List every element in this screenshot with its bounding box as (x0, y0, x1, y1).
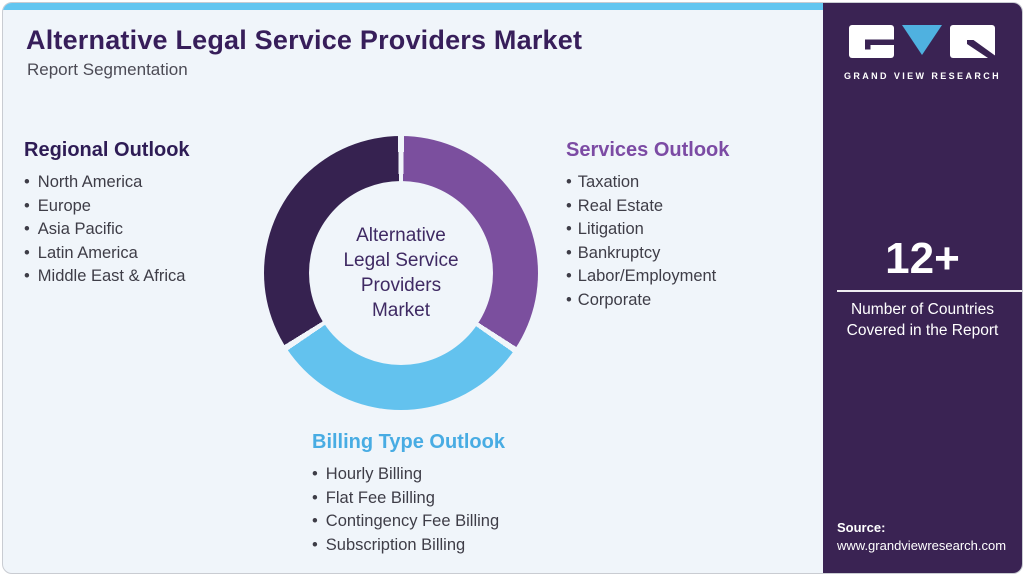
services-outlook-heading: Services Outlook (566, 139, 730, 161)
billing-type-outlook-section: Billing Type Outlook Hourly Billing Flat… (312, 431, 505, 557)
donut-chart: Alternative Legal Service Providers Mark… (264, 136, 538, 410)
list-item: Hourly Billing (312, 463, 505, 487)
list-item: Subscription Billing (312, 534, 505, 558)
list-item: Flat Fee Billing (312, 487, 505, 511)
gvr-logo-icon (848, 25, 995, 58)
list-item: Europe (24, 195, 190, 219)
list-item: Corporate (566, 289, 729, 313)
billing-type-outlook-heading: Billing Type Outlook (312, 431, 505, 453)
regional-outlook-section: Regional Outlook North America Europe As… (24, 139, 190, 289)
gvr-logo-text: GRAND VIEW RESEARCH (843, 71, 1002, 81)
page-title: Alternative Legal Service Providers Mark… (26, 25, 583, 55)
donut-center-label: Alternative Legal Service Providers Mark… (343, 225, 459, 321)
billing-type-outlook-list: Hourly Billing Flat Fee Billing Continge… (312, 463, 505, 557)
list-item: Labor/Employment (566, 265, 729, 289)
list-item: Asia Pacific (24, 218, 190, 242)
list-item: Contingency Fee Billing (312, 510, 505, 534)
page-subtitle: Report Segmentation (27, 60, 188, 79)
donut-hole: Alternative Legal Service Providers Mark… (309, 181, 493, 365)
list-item: Taxation (566, 171, 729, 195)
source-label: Source: (837, 520, 886, 535)
source-block: Source: www.grandviewresearch.com (837, 520, 1006, 553)
gvr-logo: GRAND VIEW RESEARCH (823, 25, 1022, 81)
list-item: Bankruptcy (566, 242, 729, 266)
list-item: Latin America (24, 242, 190, 266)
top-accent-bar (3, 3, 825, 10)
list-item: Litigation (566, 218, 729, 242)
list-item: Middle East & Africa (24, 265, 190, 289)
regional-outlook-heading: Regional Outlook (24, 139, 190, 161)
services-outlook-section: Services Outlook Taxation Real Estate Li… (566, 139, 729, 312)
sidebar: GRAND VIEW RESEARCH 12+ Number of Countr… (823, 3, 1022, 573)
stat-divider (837, 290, 1022, 292)
stat-value: 12+ (885, 234, 960, 283)
regional-outlook-list: North America Europe Asia Pacific Latin … (24, 171, 190, 289)
source-url[interactable]: www.grandviewresearch.com (837, 538, 1007, 553)
list-item: Real Estate (566, 195, 729, 219)
stat-label: Number of Countries Covered in the Repor… (846, 301, 999, 339)
countries-stat: 12+ Number of Countries Covered in the R… (823, 234, 1022, 341)
services-outlook-list: Taxation Real Estate Litigation Bankrupt… (566, 171, 729, 312)
list-item: North America (24, 171, 190, 195)
